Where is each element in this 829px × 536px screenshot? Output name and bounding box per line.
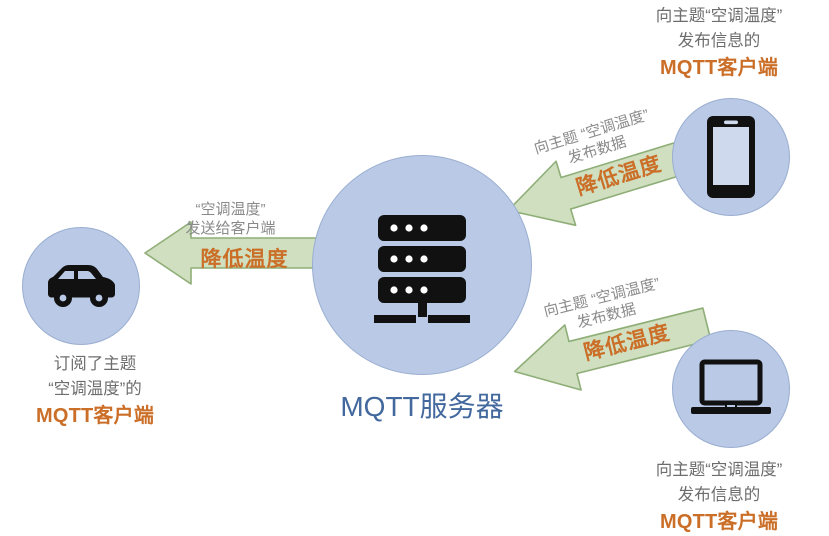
laptop-caption-mqtt: MQTT客户端: [659, 511, 779, 533]
phone-client-caption: 向主题“空调温度” 发布信息的 MQTT客户端: [609, 4, 829, 82]
laptop-client-node[interactable]: [672, 330, 790, 448]
phone-caption-mqtt: MQTT客户端: [659, 57, 779, 79]
car-client-caption: 订阅了主题 “空调温度”的 MQTT客户端: [0, 352, 190, 430]
server-node[interactable]: [312, 155, 532, 375]
server-icon: [374, 215, 470, 323]
phone-caption-line2: 发布信息的: [677, 32, 761, 50]
car-client-node[interactable]: [22, 227, 140, 345]
smartphone-icon: [707, 116, 755, 198]
arrow-publish-from-laptop: 向主题 “空调温度” 发布数据 降低温度: [498, 265, 718, 416]
arrow-left-topline-1: “空调温度”: [195, 201, 266, 218]
laptop-caption-line1: 向主题“空调温度”: [655, 461, 783, 479]
arrow-shape-left: [144, 221, 319, 285]
arrow-deliver-to-car: “空调温度” 发送给客户端 降低温度: [143, 196, 319, 306]
car-icon: [48, 265, 115, 307]
arrow-left-topline: “空调温度” 发送给客户端: [143, 200, 318, 238]
phone-caption-line1: 向主题“空调温度”: [655, 7, 783, 25]
car-caption-mqtt: MQTT客户端: [35, 405, 155, 427]
laptop-icon: [691, 359, 771, 414]
arrow-left-topline-2: 发送给客户端: [185, 220, 276, 237]
car-caption-line2: “空调温度”的: [48, 380, 142, 398]
phone-client-node[interactable]: [672, 98, 790, 216]
car-caption-line1: 订阅了主题: [53, 355, 137, 373]
arrow-left-payload: 降低温度: [200, 248, 289, 271]
server-label: MQTT服务器: [340, 391, 504, 422]
laptop-client-caption: 向主题“空调温度” 发布信息的 MQTT客户端: [609, 458, 829, 536]
arrow-shape-lower-right: [513, 307, 712, 391]
laptop-caption-line2: 发布信息的: [677, 486, 761, 504]
